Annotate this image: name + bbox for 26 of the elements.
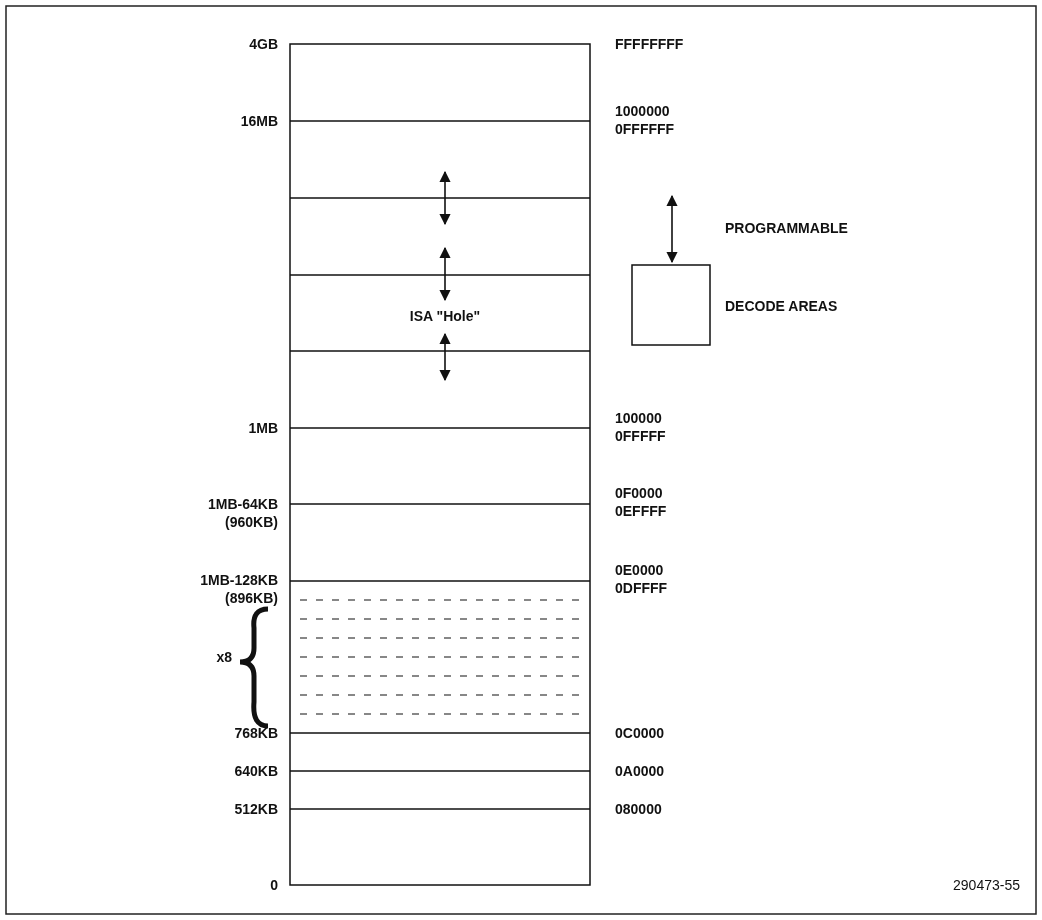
address-label: 1000000 <box>615 102 670 120</box>
address-label: 100000 <box>615 409 662 427</box>
address-label: 0FFFFF <box>615 427 666 445</box>
legend-label: DECODE AREAS <box>725 297 838 315</box>
address-label: 0DFFFF <box>615 579 668 597</box>
size-label: 640KB <box>234 762 278 780</box>
size-label: 4GB <box>249 35 278 53</box>
address-label: 0A0000 <box>615 762 665 780</box>
size-label: 1MB <box>248 419 278 437</box>
size-label: 768KB <box>234 724 278 742</box>
address-label: 0FFFFFF <box>615 120 675 138</box>
address-label: 0E0000 <box>615 561 664 579</box>
address-label: 0EFFFF <box>615 502 667 520</box>
size-label: 0 <box>270 876 278 894</box>
region-label: ISA "Hole" <box>409 307 481 325</box>
multiplier-label: x8 <box>216 648 232 666</box>
address-label: FFFFFFFF <box>615 35 684 53</box>
address-label: 0F0000 <box>615 484 663 502</box>
size-label: 1MB-128KB (896KB) <box>199 571 278 607</box>
address-label: 080000 <box>615 800 662 818</box>
address-label: 0C0000 <box>615 724 665 742</box>
size-label: 1MB-64KB (960KB) <box>207 495 278 531</box>
size-label: 16MB <box>240 112 278 130</box>
figure-number: 290473-55 <box>953 876 1020 894</box>
legend-label: PROGRAMMABLE <box>725 219 848 237</box>
size-label: 512KB <box>234 800 278 818</box>
